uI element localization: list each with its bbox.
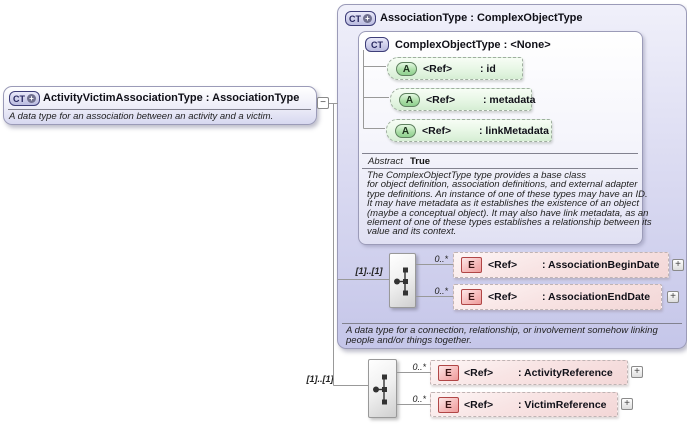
plus-icon: + <box>634 366 640 377</box>
root-type-box[interactable]: CT + ActivityVictimAssociationType : Ass… <box>3 86 317 125</box>
element-name: : AssociationEndDate <box>542 291 651 303</box>
element-ref: <Ref> <box>488 291 518 303</box>
element-ref: <Ref> <box>488 259 518 271</box>
element-row-activityreference[interactable]: E <Ref> : ActivityReference <box>430 360 628 385</box>
attribute-row-linkmetadata[interactable]: A <Ref> : linkMetadata <box>386 119 552 142</box>
complex-type-badge: CT + <box>345 11 376 26</box>
plus-icon: + <box>670 291 676 302</box>
element-row-victimreference[interactable]: E <Ref> : VictimReference <box>430 392 618 417</box>
ct-plus-icon: + <box>27 94 36 103</box>
minus-icon: − <box>320 97 326 108</box>
complex-type-badge: CT <box>365 37 389 52</box>
parent-type-title: ComplexObjectType : <None> <box>395 39 551 51</box>
expand-button[interactable]: + <box>631 366 643 378</box>
base-type-box[interactable]: CT + AssociationType : ComplexObjectType… <box>337 4 687 349</box>
occurrence-label: 0..* <box>434 286 448 296</box>
ct-plus-icon: + <box>363 14 372 23</box>
collapse-button[interactable]: − <box>317 97 329 109</box>
parent-type-description: The ComplexObjectType type provides a ba… <box>367 170 652 238</box>
element-ref: <Ref> <box>464 366 494 379</box>
sequence-connector[interactable] <box>368 359 397 418</box>
attribute-ref: <Ref> <box>422 124 452 137</box>
element-badge: E <box>438 364 459 381</box>
attribute-badge: A <box>396 61 417 76</box>
element-name: : ActivityReference <box>518 366 613 379</box>
sequence-icon <box>373 374 387 405</box>
attribute-badge: A <box>395 123 416 138</box>
sequence-occurrence-label: [1]..[1] <box>355 266 383 276</box>
element-row-associationbegindate[interactable]: E <Ref> : AssociationBeginDate <box>453 252 669 278</box>
plus-icon: + <box>675 259 681 270</box>
sequence-occurrence-label: [1]..[1] <box>306 374 334 384</box>
attribute-name: : linkMetadata <box>479 124 550 137</box>
sequence-icon <box>394 267 408 296</box>
root-type-title: ActivityVictimAssociationType : Associat… <box>43 92 300 104</box>
attribute-row-metadata[interactable]: A <Ref> : metadata <box>390 88 536 111</box>
attribute-ref: <Ref> <box>423 62 453 75</box>
element-ref: <Ref> <box>464 398 494 411</box>
parent-type-box[interactable]: CT ComplexObjectType : <None> A <Ref> : … <box>358 31 652 245</box>
complex-type-badge-label: CT <box>13 93 25 104</box>
divider <box>362 153 638 154</box>
abstract-facet-value: True <box>410 156 431 167</box>
attribute-ref: <Ref> <box>426 93 456 106</box>
element-badge: E <box>461 289 482 305</box>
base-type-description: A data type for a connection, relationsh… <box>346 325 658 346</box>
plus-icon: + <box>624 398 630 409</box>
divider <box>342 323 682 324</box>
expand-button[interactable]: + <box>667 291 679 303</box>
root-type-description: A data type for an association between a… <box>9 111 274 122</box>
attribute-name: : id <box>480 62 496 75</box>
attribute-badge: A <box>399 92 420 107</box>
element-badge: E <box>461 257 482 273</box>
divider <box>362 168 638 169</box>
occurrence-label: 0..* <box>412 362 426 372</box>
divider <box>8 109 311 110</box>
abstract-facet-label: Abstract <box>368 156 403 167</box>
element-row-associationenddate[interactable]: E <Ref> : AssociationEndDate <box>453 284 662 310</box>
complex-type-badge: CT + <box>9 91 40 106</box>
expand-button[interactable]: + <box>621 398 633 410</box>
complex-type-badge-label: CT <box>371 39 383 50</box>
element-badge: E <box>438 396 459 413</box>
complex-type-badge-label: CT <box>349 13 361 24</box>
occurrence-label: 0..* <box>434 254 448 264</box>
element-name: : VictimReference <box>518 398 607 411</box>
attribute-name: : metadata <box>483 93 536 106</box>
element-name: : AssociationBeginDate <box>542 259 660 271</box>
sequence-connector[interactable] <box>389 253 416 308</box>
occurrence-label: 0..* <box>412 394 426 404</box>
expand-button[interactable]: + <box>672 259 684 271</box>
base-type-title: AssociationType : ComplexObjectType <box>380 12 583 24</box>
attribute-row-id[interactable]: A <Ref> : id <box>387 57 523 80</box>
